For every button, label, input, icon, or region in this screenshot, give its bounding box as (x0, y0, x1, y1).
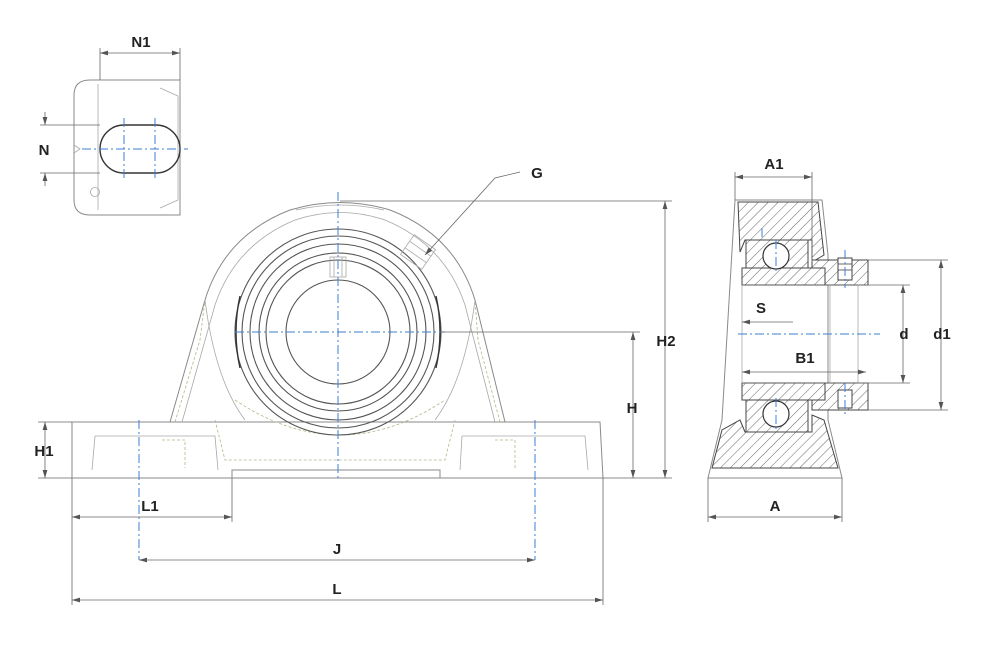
slot-detail-view (40, 48, 188, 216)
label-s: S (756, 300, 766, 317)
label-d: d (899, 326, 908, 343)
label-b1: B1 (795, 350, 814, 367)
label-l: L (332, 581, 341, 598)
label-a1: A1 (764, 156, 783, 173)
label-j: J (333, 541, 341, 558)
label-n: N (39, 142, 50, 159)
dimension-labels: N1 N G A1 H2 H H1 S B1 d d1 A L1 J L (34, 34, 950, 598)
label-l1: L1 (141, 498, 159, 515)
label-d1: d1 (933, 326, 951, 343)
label-h: H (627, 400, 638, 417)
label-h1: H1 (34, 443, 53, 460)
label-g: G (531, 165, 543, 182)
side-dimensions (707, 172, 948, 522)
front-dimensions (38, 171, 672, 605)
side-section-view (707, 199, 880, 479)
label-h2: H2 (656, 333, 675, 350)
label-a: A (770, 498, 781, 515)
label-n1: N1 (131, 34, 150, 51)
